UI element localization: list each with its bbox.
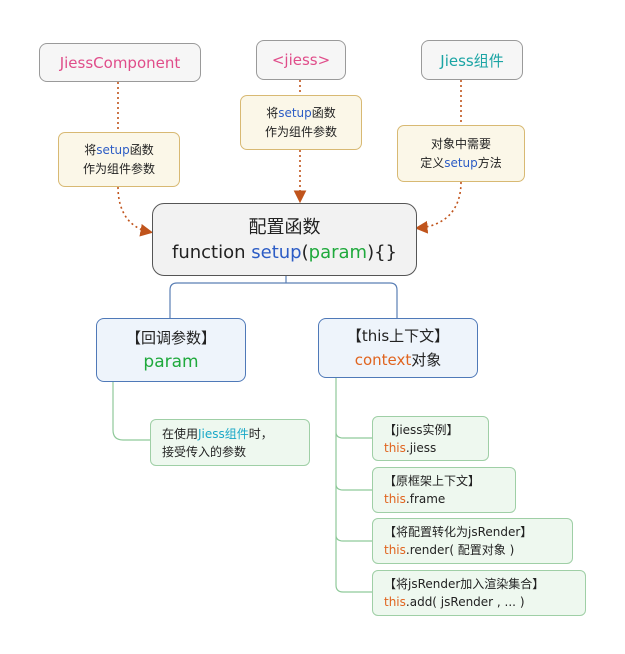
context-highlight: context — [354, 351, 412, 369]
main-code: function setup(param){} — [172, 240, 397, 265]
context-item-label: 【jiess实例】 — [384, 422, 459, 437]
context-item-this: this — [384, 543, 406, 557]
context-title: 【this上下文】 — [346, 327, 450, 345]
callback-param-node: 【回调参数】 param — [96, 318, 246, 382]
context-suffix: 对象 — [411, 351, 442, 369]
context-item-label: 【将jsRender加入渲染集合】 — [384, 577, 545, 591]
callback-connector — [112, 382, 150, 441]
context-item-add: 【将jsRender加入渲染集合】 this.add( jsRender , .… — [372, 570, 586, 616]
note-middle-keyword: setup — [278, 105, 312, 120]
note-middle-suffix: 函数 — [311, 105, 336, 120]
context-item-rest: .render( 配置对象 ) — [405, 543, 515, 557]
context-item-frame: 【原框架上下文】 this.frame — [372, 467, 516, 513]
callback-title: 【回调参数】 — [125, 329, 216, 347]
context-item-render: 【将配置转化为jsRender】 this.render( 配置对象 ) — [372, 518, 573, 564]
code-function: function — [172, 241, 252, 263]
context-item-label: 【将配置转化为jsRender】 — [384, 525, 533, 539]
note-left-prefix: 将 — [84, 142, 97, 157]
code-setup: setup — [251, 241, 302, 263]
callback-note-prefix: 在使用 — [162, 426, 199, 441]
note-middle-prefix: 将 — [266, 105, 279, 120]
callback-note-highlight: Jiess组件 — [198, 426, 249, 441]
note-left-keyword: setup — [96, 142, 130, 157]
arrow-right — [418, 80, 462, 228]
main-setup-function: 配置函数 function setup(param){} — [152, 203, 417, 276]
context-item-rest: .add( jsRender , ... ) — [405, 595, 525, 609]
context-item-this: this — [384, 440, 406, 455]
code-open: ( — [301, 241, 309, 263]
jiess-object-label: Jiess组件 — [440, 51, 504, 70]
callback-value: param — [143, 352, 199, 372]
jiess-tag-label: <jiess> — [271, 51, 331, 69]
context-item-jiess: 【jiess实例】 this.jiess — [372, 416, 489, 461]
main-title: 配置函数 — [248, 216, 321, 238]
tree-branch — [169, 276, 398, 318]
code-param: param — [308, 241, 368, 263]
context-item-rest: .jiess — [405, 440, 437, 455]
node-jiess-object: Jiess组件 — [421, 40, 523, 80]
note-right-line1: 对象中需要 — [430, 136, 491, 151]
node-jiess-tag: <jiess> — [256, 40, 346, 80]
context-item-label: 【原框架上下文】 — [384, 474, 481, 488]
callback-note: 在使用Jiess组件时， 接受传入的参数 — [150, 419, 310, 466]
context-item-this: this — [384, 595, 406, 609]
note-right-prefix: 定义 — [420, 155, 445, 170]
note-left: 将setup函数 作为组件参数 — [58, 132, 180, 187]
note-middle: 将setup函数 作为组件参数 — [240, 95, 362, 150]
context-item-this: this — [384, 492, 406, 506]
note-right-keyword: setup — [444, 155, 478, 170]
context-item-rest: .frame — [405, 492, 446, 506]
note-middle-line2: 作为组件参数 — [264, 124, 337, 139]
jiess-component-label: JiessComponent — [59, 53, 181, 72]
context-node: 【this上下文】 context对象 — [318, 318, 478, 378]
code-close: ){} — [367, 241, 397, 263]
callback-note-line2: 接受传入的参数 — [162, 444, 247, 459]
arrow-left — [117, 82, 150, 232]
node-jiess-component: JiessComponent — [39, 43, 201, 82]
note-left-suffix: 函数 — [129, 142, 154, 157]
note-right: 对象中需要 定义setup方法 — [397, 125, 525, 182]
callback-note-suffix: 时， — [248, 426, 273, 441]
note-left-line2: 作为组件参数 — [82, 161, 155, 176]
context-connector — [335, 378, 372, 593]
note-right-suffix: 方法 — [477, 155, 502, 170]
